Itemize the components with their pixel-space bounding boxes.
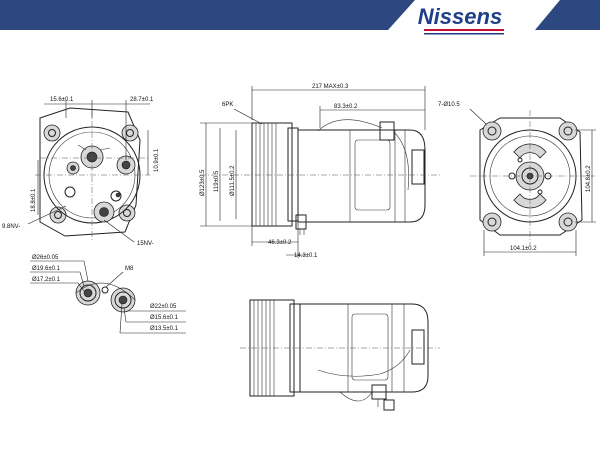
dim-port-15-6: Ø15.6±0.1 [150,315,179,321]
header-band-right [535,0,600,30]
brand-logo: Nissens [418,4,504,35]
dim-14-3: 14.3±0.1 [294,253,318,259]
dim-port-26: Ø26±0.05 [32,255,59,261]
dim-port-m8: M8 [125,266,134,272]
dim-15nv: 15NV- [137,241,154,247]
port-detail: Ø26±0.05 Ø19.6±0.1 Ø17.2±0.1 M8 Ø22±0.05… [30,255,186,334]
side-view: 217 MAX±0.3 83.3±0.2 6PK Ø123±0.5 119±0.… [200,84,440,259]
svg-text:Nissens: Nissens [418,4,502,29]
dim-46-3: 46.3±0.2 [268,240,292,246]
rear-view: 7-Ø10.5 104.1±0.2 104.8±0.2 [438,102,596,256]
header-band-left [0,0,415,30]
dim-111-5: Ø111.5±0.2 [230,165,236,196]
front-view: 15.6±0.1 28.7±0.1 10.9±0.1 18.8±0.1 9.8N… [2,97,160,247]
dim-9-8nv: 9.8NV- [2,224,20,230]
dim-port-19-6: Ø19.6±0.1 [32,266,61,272]
dim-port-17-2: Ø17.2±0.1 [32,277,61,283]
bottom-view [240,299,440,411]
dim-18-8: 18.8±0.1 [31,188,37,212]
dim-length: 217 MAX±0.3 [312,84,349,90]
dim-104-8: 104.8±0.2 [586,165,592,192]
dim-119: 119±0.5 [214,170,220,192]
dim-15-6: 15.6±0.1 [50,97,74,103]
dim-123: Ø123±0.5 [200,169,206,196]
dim-7-holes: 7-Ø10.5 [438,102,460,108]
dim-port-22: Ø22±0.05 [150,304,177,310]
dim-port-13-5: Ø13.5±0.1 [150,326,179,332]
dim-6pk: 6PK [222,102,233,108]
dim-83-3: 83.3±0.2 [334,104,358,110]
dim-104-1: 104.1±0.2 [510,246,537,252]
dim-10-9: 10.9±0.1 [154,148,160,172]
dim-28-7: 28.7±0.1 [130,97,154,103]
